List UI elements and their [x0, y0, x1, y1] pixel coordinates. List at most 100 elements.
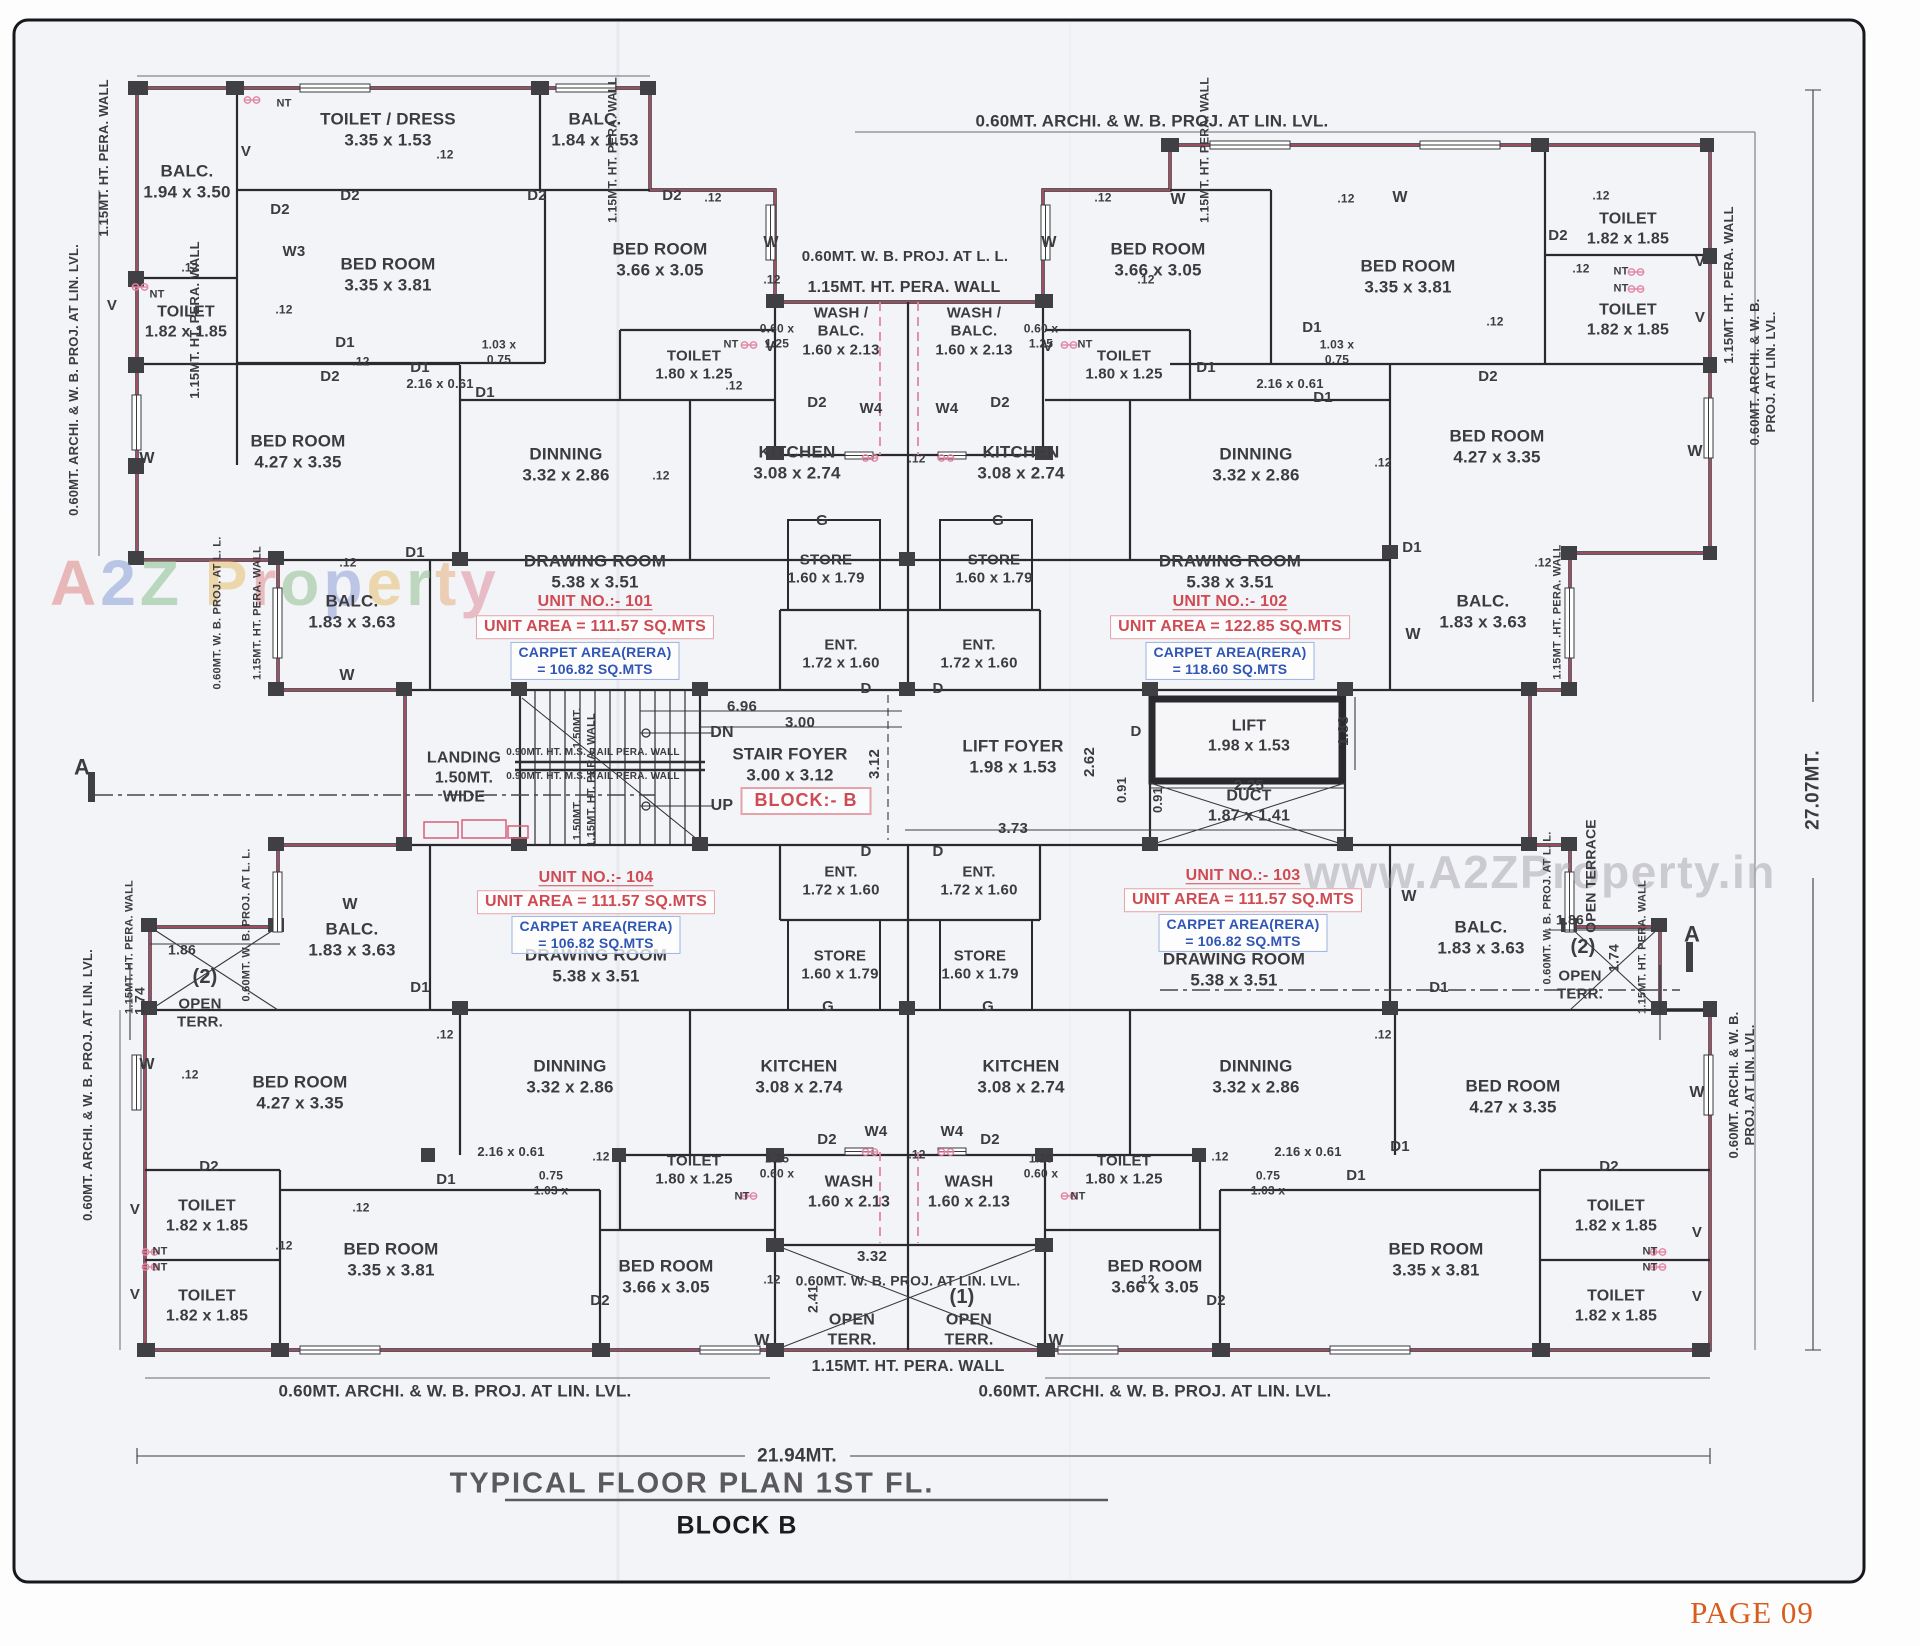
url-watermark: www.A2ZProperty.in	[1304, 846, 1776, 898]
opening-label: D2	[199, 1157, 219, 1175]
opening-label: .12	[592, 1149, 610, 1164]
opening-label: D2	[320, 367, 340, 385]
window-frames	[131, 83, 1714, 1355]
lift-shaft	[1148, 695, 1346, 785]
opening-label: NT	[1642, 1261, 1658, 1274]
brand-watermark-letter: p	[323, 547, 367, 619]
room-label: BED ROOM 3.35 x 3.81	[343, 1239, 439, 1279]
room-label: DUCT 1.87 x 1.41	[1207, 787, 1291, 824]
room-label: OPEN TERR.	[827, 1311, 877, 1348]
core-label: BLOCK:- B	[740, 787, 872, 815]
room-label: LANDING 1.50MT. WIDE	[426, 749, 502, 806]
opening-label: NT	[1613, 282, 1629, 295]
unit-number-label: UNIT NO.:- 104	[538, 869, 654, 887]
opening-label: D1	[410, 978, 430, 996]
room-label: BED ROOM 3.66 x 3.05	[1107, 1256, 1203, 1296]
opening-label: D2	[807, 393, 827, 411]
page-number: PAGE 09	[1690, 1595, 1814, 1630]
opening-label: D	[1130, 722, 1142, 740]
opening-label: V	[764, 337, 776, 355]
core-label: 1.50MT.	[571, 799, 584, 841]
opening-label: D1	[1313, 388, 1333, 406]
perimeter-label: 1.15MT. HT. PERA. WALL	[811, 1358, 1005, 1376]
opening-label: .12	[352, 354, 370, 369]
brand-watermark-letter: e	[366, 547, 407, 619]
core-label: 0.90MT. HT. M.S. RAIL PERA. WALL	[506, 770, 680, 782]
core-label: 0.90MT. HT. M.S. RAIL PERA. WALL	[506, 746, 680, 758]
opening-label: D1	[1429, 978, 1449, 996]
dimension-label: 1.86	[1555, 911, 1585, 928]
opening-label: .12	[1534, 555, 1552, 570]
room-label: WASH 1.60 x 2.13	[927, 1173, 1011, 1210]
opening-label: W	[1687, 443, 1703, 461]
perimeter-label: 0.60MT. ARCHI. & W. B. PROJ. AT LIN. LVL…	[66, 244, 82, 516]
opening-label: .12	[436, 147, 454, 162]
brand-watermark-letter: A	[50, 547, 101, 619]
perimeter-label: 0.60MT. ARCHI. & W. B. PROJ. AT LIN. LVL…	[975, 111, 1329, 131]
opening-label: NT	[1070, 1190, 1086, 1203]
dimension-label: 1.86	[167, 941, 197, 958]
opening-label: W4	[859, 399, 883, 417]
room-label: DRAWING ROOM 5.38 x 3.51	[1158, 551, 1302, 591]
opening-label: V	[1042, 337, 1054, 355]
dimension-label: 2.62	[1080, 747, 1098, 777]
room-label: WASH 1.60 x 2.13	[807, 1173, 891, 1210]
opening-label: NT	[276, 97, 292, 110]
opening-label: D	[860, 842, 872, 860]
opening-label: W	[1689, 1084, 1705, 1102]
room-label: ENT. 1.72 x 1.60	[940, 863, 1018, 899]
opening-label: W4	[935, 399, 959, 417]
store-rooms	[787, 519, 1033, 1011]
dimension-label: 2.16 x 0.61	[477, 1144, 545, 1160]
dimension-label: 27.07MT.	[1802, 750, 1824, 830]
perimeter-label: 1.15MT. HT. PERA. WALL	[1636, 880, 1649, 1014]
unit-area-label: UNIT AREA = 111.57 SQ.MTS	[476, 890, 716, 914]
dimension-label: 2.16 x 0.61	[406, 376, 474, 392]
sheet-border	[12, 18, 1866, 1584]
opening-label: D1	[436, 1170, 456, 1188]
room-label: OPEN TERR.	[944, 1311, 994, 1348]
room-label: TOILET 1.80 x 1.25	[1085, 1152, 1163, 1188]
opening-label: W	[763, 234, 779, 252]
dimension-label: 2.41	[804, 1284, 821, 1314]
opening-label: NT	[1077, 338, 1093, 351]
perimeter-label: 0.60MT. W. B. PROJ. AT L. L.	[801, 247, 1009, 265]
room-label: DINNING 3.32 x 2.86	[522, 444, 610, 484]
room-label: ENT. 1.72 x 1.60	[802, 863, 880, 899]
room-label: WASH / BALC. 1.60 x 2.13	[802, 304, 880, 359]
unit-number-label: UNIT NO.:- 103	[1185, 867, 1301, 885]
room-label: TOILET 1.82 x 1.85	[1586, 301, 1670, 338]
opening-label: NT	[152, 1245, 168, 1258]
landing-marks	[423, 819, 529, 839]
opening-label: .12	[1211, 1149, 1229, 1164]
room-label: BED ROOM 4.27 x 3.35	[252, 1072, 348, 1112]
opening-label: D2	[270, 200, 290, 218]
opening-label: D1	[1402, 538, 1422, 556]
perimeter-label: 0.60MT. ARCHI. & W. B. PROJ. AT LIN. LVL…	[278, 1381, 632, 1401]
room-label: ENT. 1.72 x 1.60	[940, 636, 1018, 672]
room-label: TOILET 1.80 x 1.25	[655, 1152, 733, 1188]
opening-label: .12	[339, 555, 357, 570]
brand-watermark-letter: 2	[100, 547, 140, 619]
room-label: TOILET 1.82 x 1.85	[165, 1287, 249, 1324]
dimension-label: 0.60 x 1.25	[759, 321, 795, 350]
unit-area-label: UNIT AREA = 111.57 SQ.MTS	[1123, 888, 1363, 912]
room-label: DINNING 3.32 x 2.86	[526, 1056, 614, 1096]
opening-label: W	[1392, 189, 1408, 207]
core-label: UP	[710, 797, 734, 815]
opening-label: .12	[1572, 261, 1590, 276]
opening-label: V	[1694, 252, 1706, 270]
room-label: BED ROOM 4.27 x 3.35	[250, 431, 346, 471]
dimension-label: 1.74	[131, 986, 148, 1016]
room-label: ENT. 1.72 x 1.60	[802, 636, 880, 672]
perimeter-label: OPEN TERRACE	[1582, 819, 1599, 933]
perimeter-label: 1.15MT. HT. PERA. WALL	[605, 77, 620, 223]
opening-label: D2	[1478, 367, 1498, 385]
room-label: DRAWING ROOM 5.38 x 3.51	[1162, 949, 1306, 989]
room-label: TOILET 1.82 x 1.85	[1574, 1287, 1658, 1324]
section-marker: A	[1683, 921, 1701, 947]
core-label: 1.50MT.	[571, 707, 584, 749]
opening-label: W	[1405, 626, 1421, 644]
opening-label: W3	[282, 242, 306, 260]
opening-label: D2	[980, 1130, 1000, 1148]
